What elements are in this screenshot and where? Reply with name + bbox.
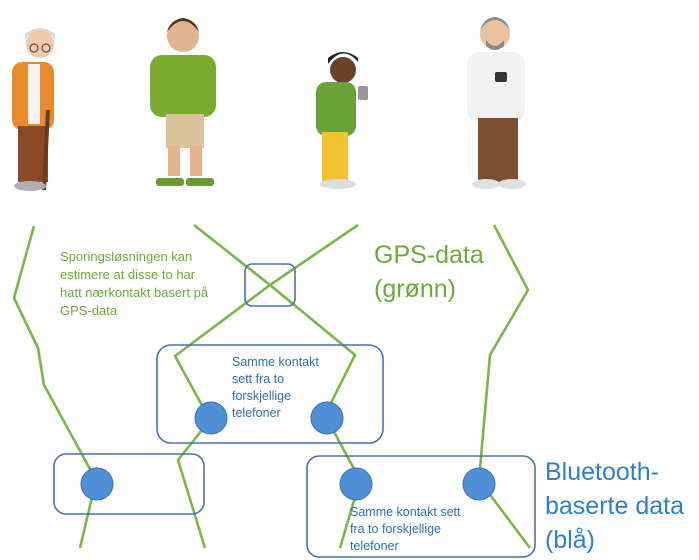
gps-note: Sporingsløsningen kan estimere at disse …	[60, 249, 209, 318]
bluetooth-dot	[339, 467, 373, 501]
bluetooth-dot	[80, 467, 114, 501]
bluetooth-dots	[80, 401, 496, 501]
person-man-green-shirt	[150, 18, 216, 186]
same-contact-top-note: Samme kontakt sett fra to forskjellige t…	[232, 355, 319, 420]
gps-path-man-white	[477, 224, 532, 549]
person-elderly-woman	[12, 28, 55, 191]
bluetooth-box-right	[306, 455, 536, 558]
bluetooth-label: Bluetooth- baserte data (blå)	[545, 458, 684, 554]
bluetooth-box-left	[53, 453, 205, 515]
bluetooth-dot	[462, 467, 496, 501]
gps-path-man	[173, 223, 272, 549]
bluetooth-dot	[310, 401, 344, 435]
person-man-white-shirt	[467, 17, 526, 189]
bluetooth-box-top	[156, 344, 384, 444]
gps-label: GPS-data (grønn)	[374, 241, 484, 303]
bluetooth-boxes	[53, 263, 536, 558]
same-contact-bottom-note: Samme kontakt sett fra to forskjellige t…	[350, 505, 461, 553]
gps-contact-box	[244, 263, 296, 307]
person-boy-with-phone	[316, 52, 368, 189]
bluetooth-dot	[194, 401, 228, 435]
